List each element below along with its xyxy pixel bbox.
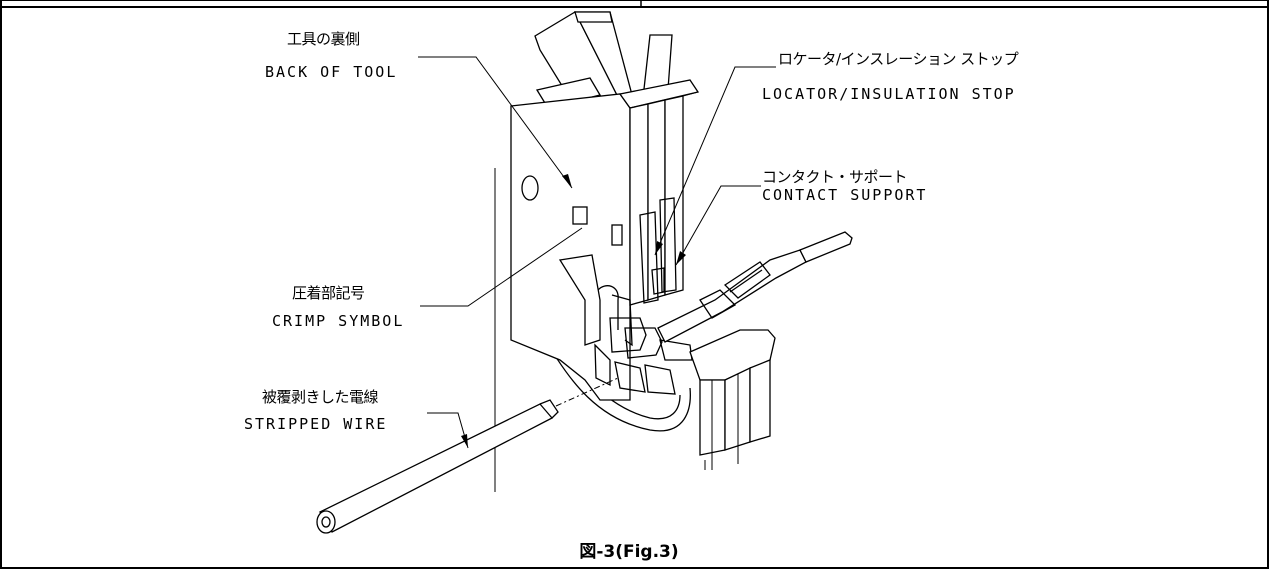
leader-lines [418,56,776,449]
callout-locator: ロケータ/インスレーション ストップ LOCATOR/INSULATION ST… [762,50,1019,103]
stripped-wire-jp: 被覆剥きした電線 [262,388,379,406]
callout-contact-support: コンタクト・サポート CONTACT SUPPORT [762,168,927,204]
crimp-symbol-jp: 圧着部記号 [292,284,365,302]
back-of-tool-jp: 工具の裏側 [287,30,360,48]
figure-caption: 図-3(Fig.3) [579,542,678,562]
callout-crimp-symbol: 圧着部記号 CRIMP SYMBOL [272,284,404,330]
stripped-wire-en: STRIPPED WIRE [244,415,387,433]
locator-en: LOCATOR/INSULATION STOP [762,85,1016,103]
locator-jp: ロケータ/インスレーション ストップ [778,50,1019,68]
contact-support-jp: コンタクト・サポート [762,168,907,186]
crimp-tool-illustration [316,11,853,534]
callout-back-of-tool: 工具の裏側 BACK OF TOOL [265,30,397,81]
crimp-symbol-en: CRIMP SYMBOL [272,312,404,330]
contact-support-en: CONTACT SUPPORT [762,186,927,204]
back-of-tool-en: BACK OF TOOL [265,63,397,81]
callout-stripped-wire: 被覆剥きした電線 STRIPPED WIRE [244,388,387,433]
